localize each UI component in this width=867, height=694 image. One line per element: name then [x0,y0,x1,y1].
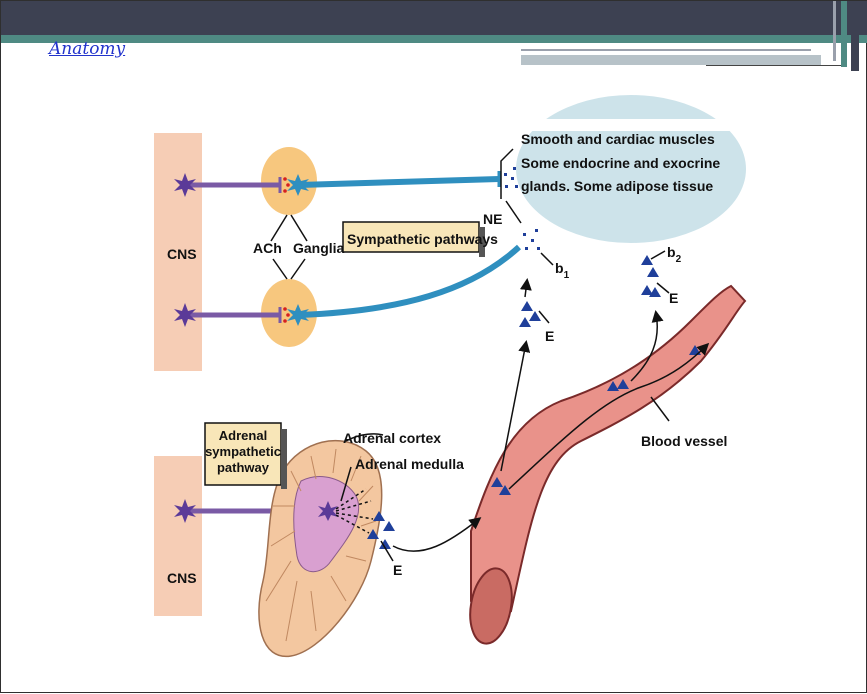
ne-label: NE [483,211,502,227]
target-line-1: Smooth and cardiac muscles [521,131,715,147]
epinephrine-label-upper-left: E [545,328,554,344]
b2-label: b2 [667,244,682,265]
adrenal-cortex-label: Adrenal cortex [343,430,441,446]
epinephrine-label-adrenal: E [393,562,402,578]
ach-label: ACh [253,240,282,256]
ganglia-label: Ganglia [293,240,345,256]
adrenal-box-line-3: pathway [217,460,270,475]
adrenal-box-line-2: sympathetic [205,444,281,459]
adrenal-medulla-label: Adrenal medulla [355,456,464,472]
cns-label-bottom: CNS [167,570,197,586]
blood-vessel-label: Blood vessel [641,433,727,449]
epinephrine-label-upper-right: E [669,290,678,306]
sympathetic-pathways-label: Sympathetic pathways [347,231,498,247]
adrenal-box-line-1: Adrenal [219,428,267,443]
cns-region-bottom [154,456,202,616]
postganglionic-axon-top [299,179,499,185]
target-line-2: Some endocrine and exocrine [521,155,720,171]
adrenal-pathway-box-shadow [281,429,287,489]
postganglionic-axon-bottom [299,247,519,315]
b1-label: b1 [555,260,570,281]
target-organ-crop [501,119,751,131]
cns-label-top: CNS [167,246,197,262]
target-line-3: glands. Some adipose tissue [521,178,713,194]
